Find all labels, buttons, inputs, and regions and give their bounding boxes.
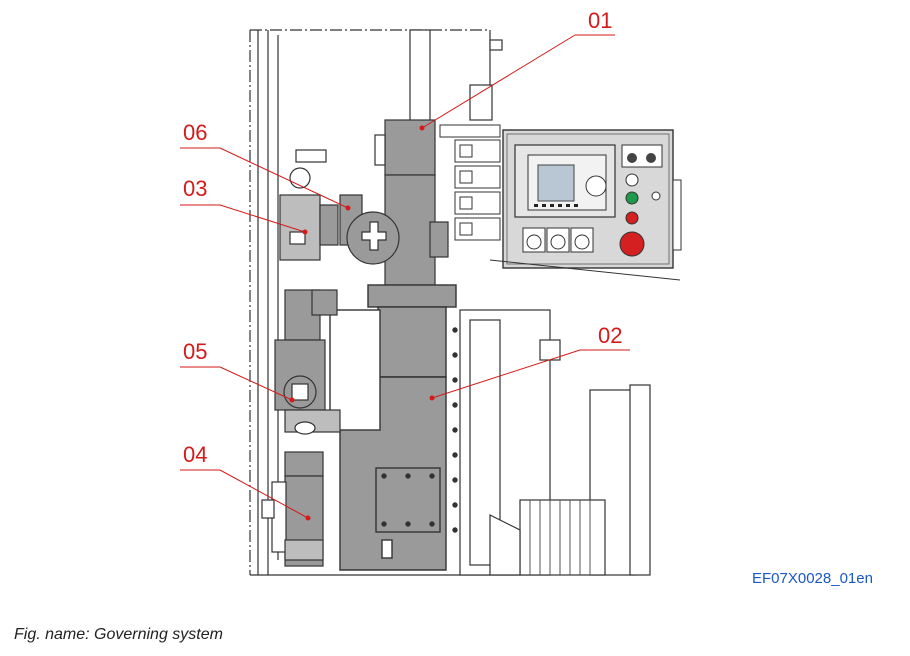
callout-01: 01 [588,8,612,33]
leader-lines [180,34,630,519]
valve-block-03 [279,149,339,261]
figure-caption: Fig. name: Governing system [14,626,223,643]
control-panel [502,129,682,269]
callout-05: 05 [183,339,207,364]
main-column-02 [329,284,458,571]
machine-drawing: 01 02 03 04 05 06 [180,8,682,576]
terminal-block [439,124,681,281]
figure-reference-code: EF07X0028_01en [752,570,873,587]
emergency-stop-icon [619,231,645,257]
callout-02: 02 [598,323,622,348]
callout-06: 06 [183,120,207,145]
callout-04: 04 [183,442,207,467]
valve-06 [339,194,449,265]
callout-03: 03 [183,176,207,201]
cylinder-04 [261,451,324,567]
leader-dots [289,125,435,521]
hmi-screen [537,164,575,202]
drive-motor [459,309,651,576]
machine-frame [249,29,503,576]
start-button-icon [625,191,639,205]
